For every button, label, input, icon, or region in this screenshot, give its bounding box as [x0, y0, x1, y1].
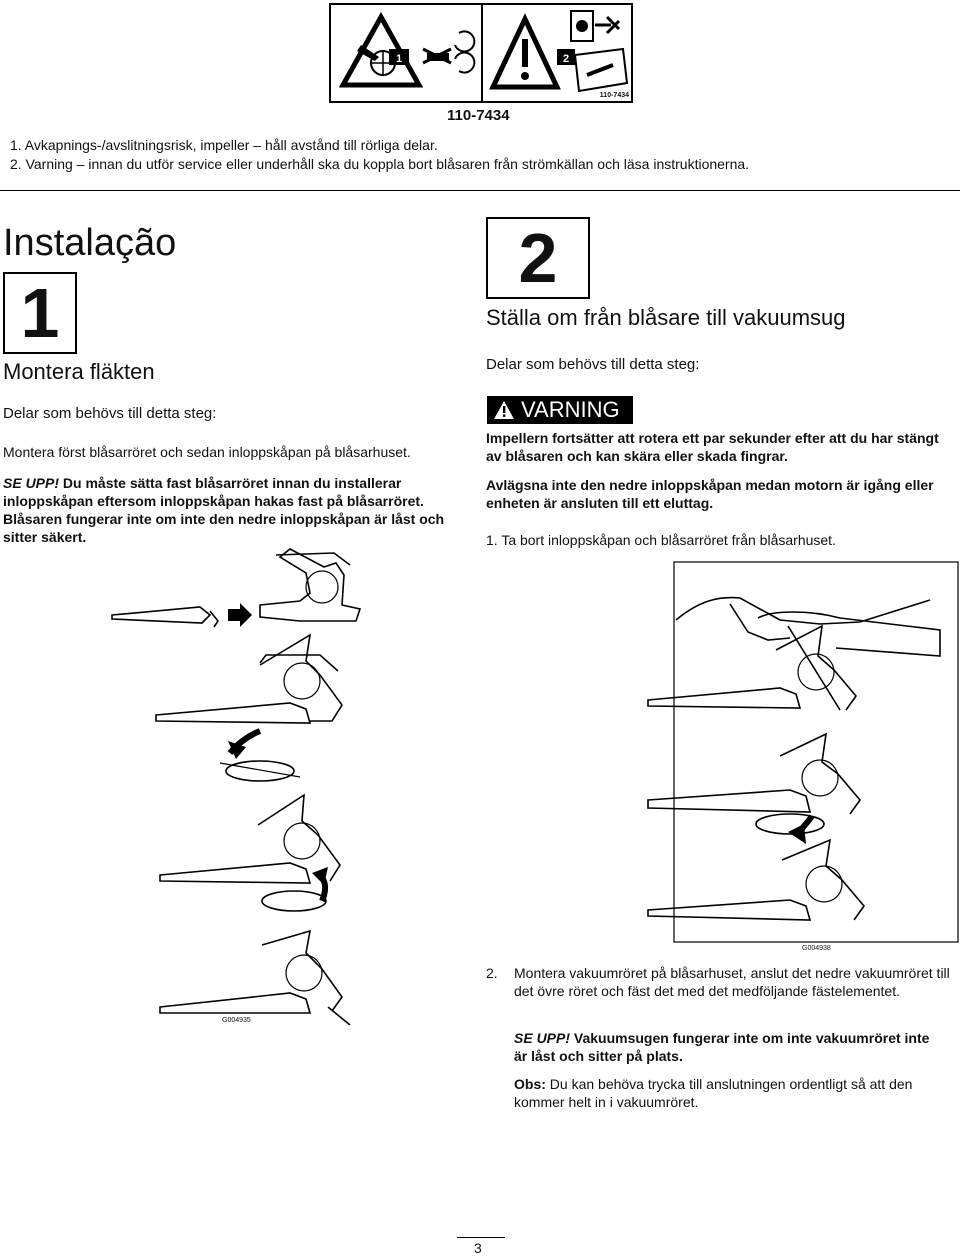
- note-text: Du kan behöva trycka till anslutningen o…: [514, 1076, 913, 1110]
- step-number-box: 1: [3, 272, 77, 354]
- parts-heading: Delar som behövs till detta steg:: [486, 356, 700, 373]
- step-item-2-number: 2.: [486, 965, 498, 981]
- figure-code: G004935: [222, 1017, 251, 1024]
- hand-illustration: [757, 611, 941, 657]
- arrow-icon: [228, 603, 252, 627]
- caution-label: SE UPP!: [3, 475, 60, 491]
- figure-code: G004938: [802, 945, 831, 952]
- safety-decal: 1 2 110-7434: [329, 3, 633, 103]
- caution-text: Du måste sätta fast blåsarröret innan du…: [3, 475, 445, 545]
- decal-code: 110-7434: [599, 92, 629, 99]
- note-paragraph: Obs: Du kan behöva trycka till anslutnin…: [514, 1075, 954, 1111]
- footer-rule: [457, 1237, 505, 1238]
- svg-text:2: 2: [563, 53, 569, 65]
- section-divider: [0, 190, 960, 191]
- impeller-hand-hazard-icon: 1: [338, 11, 476, 88]
- warning-triangle-icon: [494, 401, 514, 419]
- warning-text-2: Avlägsna inte den nedre inloppskåpan med…: [486, 477, 934, 511]
- page-number: 3: [474, 1240, 482, 1256]
- decal-panel-warning: 2 110-7434: [483, 5, 633, 101]
- step-item-1: 1. Ta bort inloppskåpan och blåsarröret …: [486, 532, 836, 548]
- caution-text: Vakuumsugen fungerar inte om inte vakuum…: [514, 1030, 930, 1064]
- blower-assembly-figure: [111, 548, 362, 1025]
- section-title: Instalação: [3, 222, 177, 264]
- step-title: Ställa om från blåsare till vakuumsug: [486, 305, 846, 330]
- step-title: Montera fläkten: [3, 359, 155, 384]
- vacuum-conversion-figure: [647, 561, 959, 943]
- note-label: Obs:: [514, 1076, 546, 1092]
- decal-panel-impeller: 1: [331, 5, 483, 101]
- step-number: 1: [20, 274, 60, 352]
- decal-legend: 1. Avkapnings-/avslitningsrisk, impeller…: [10, 136, 749, 174]
- caution-label: SE UPP!: [514, 1030, 571, 1046]
- parts-heading: Delar som behövs till detta steg:: [3, 405, 217, 422]
- step-number-box: 2: [486, 217, 590, 299]
- warning-label: VARNING: [521, 397, 620, 422]
- svg-text:1: 1: [396, 53, 402, 65]
- warning-text-1: Impellern fortsätter att rotera ett par …: [486, 430, 939, 464]
- warning-badge: VARNING: [487, 396, 633, 424]
- caution-paragraph: SE UPP! Du måste sätta fast blåsarröret …: [3, 474, 463, 546]
- warning-triangle-icon: 2: [489, 10, 629, 93]
- legend-item-2: 2. Varning – innan du utför service elle…: [10, 156, 750, 172]
- step-item-2: Montera vakuumröret på blåsarhuset, ansl…: [514, 965, 950, 999]
- legend-item-1: 1. Avkapnings-/avslitningsrisk, impeller…: [10, 137, 438, 153]
- caution-paragraph: SE UPP! Vakuumsugen fungerar inte om int…: [514, 1029, 944, 1065]
- part-number: 110-7434: [447, 107, 510, 124]
- step-intro: Montera först blåsarröret och sedan inlo…: [3, 444, 411, 460]
- step-number: 2: [518, 219, 558, 297]
